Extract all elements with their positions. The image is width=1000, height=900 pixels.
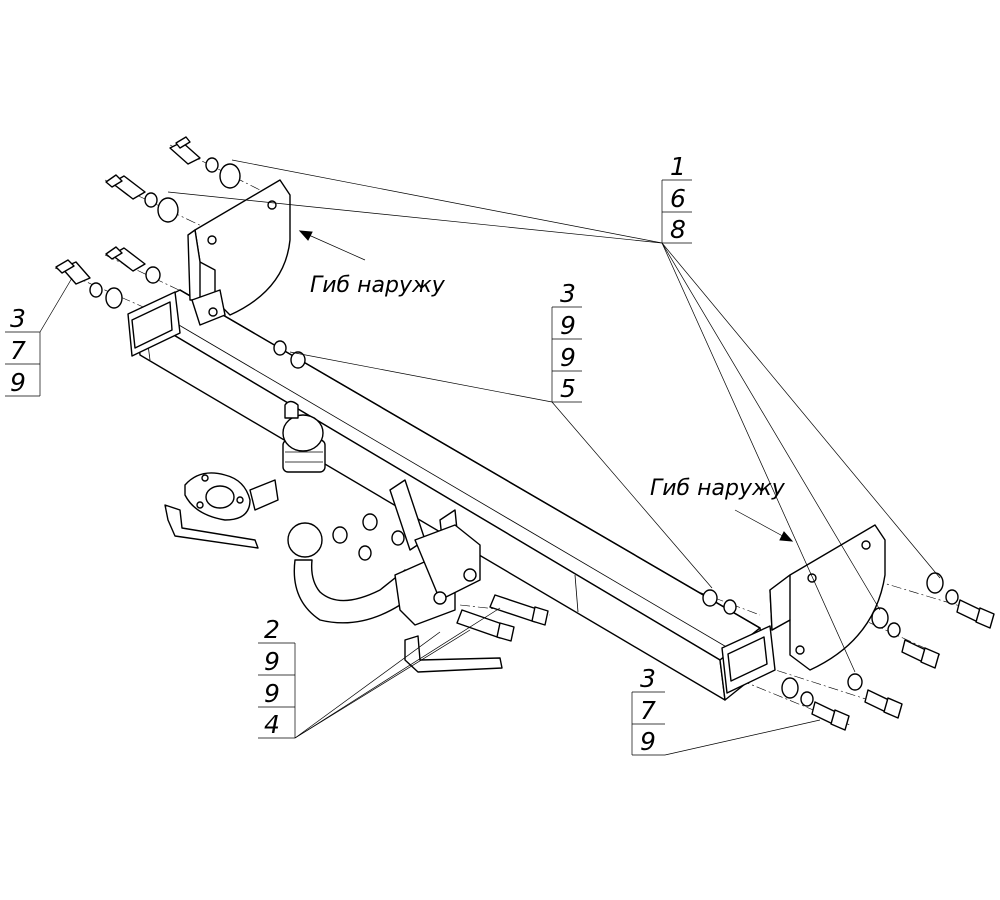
callout-number: 9 <box>560 311 576 340</box>
socket-mounting-plate <box>164 472 279 549</box>
tow-ball-upper <box>282 400 326 473</box>
left-mounting-bracket <box>187 179 291 326</box>
callout-number: 3 <box>560 279 576 308</box>
callout-top-right: 1 6 8 <box>661 152 692 244</box>
bolts <box>55 136 995 731</box>
callout-left: 3 7 9 <box>5 304 41 397</box>
bolt-left-mid <box>105 246 146 272</box>
callout-center: 3 9 9 5 <box>551 279 582 403</box>
note-bend-outward-right: Гиб наружу <box>650 476 786 501</box>
callout-number: 3 <box>10 304 26 333</box>
leader-lines <box>39 159 941 756</box>
bolt-right-mid <box>901 639 940 669</box>
bolt-right-lower <box>864 689 903 719</box>
right-mounting-bracket <box>769 524 886 671</box>
callout-number: 2 <box>264 615 280 644</box>
bolt-bottom-2 <box>456 609 515 642</box>
callout-bottom-right: 3 7 9 <box>631 664 665 756</box>
bolt-left-top <box>169 136 201 165</box>
note-bend-outward-top: Гиб наружу <box>310 273 446 298</box>
callout-number: 9 <box>264 647 280 676</box>
bolt-right-bottom <box>811 701 850 731</box>
callout-number: 9 <box>560 343 576 372</box>
callout-number: 7 <box>10 336 26 365</box>
callout-number: 7 <box>640 696 656 725</box>
callout-bottom-left: 2 9 9 4 <box>258 615 296 739</box>
callout-number: 3 <box>640 664 656 693</box>
bolt-left-upper <box>105 174 146 200</box>
callout-number: 9 <box>10 368 26 397</box>
callout-number: 8 <box>670 215 686 244</box>
tow-ball-arm <box>287 479 481 626</box>
lower-bracket <box>404 635 503 673</box>
callout-number: 4 <box>264 710 280 739</box>
bolt-right-top <box>956 599 995 629</box>
callout-number: 9 <box>264 679 280 708</box>
callout-number: 1 <box>670 152 686 181</box>
main-beam <box>127 289 776 701</box>
callout-number: 6 <box>670 184 686 213</box>
bolt-left-lower <box>55 259 91 285</box>
nuts-and-washers <box>89 157 959 707</box>
callout-number: 5 <box>560 374 576 403</box>
bolt-bottom-1 <box>489 594 549 626</box>
callout-number: 9 <box>640 727 656 756</box>
